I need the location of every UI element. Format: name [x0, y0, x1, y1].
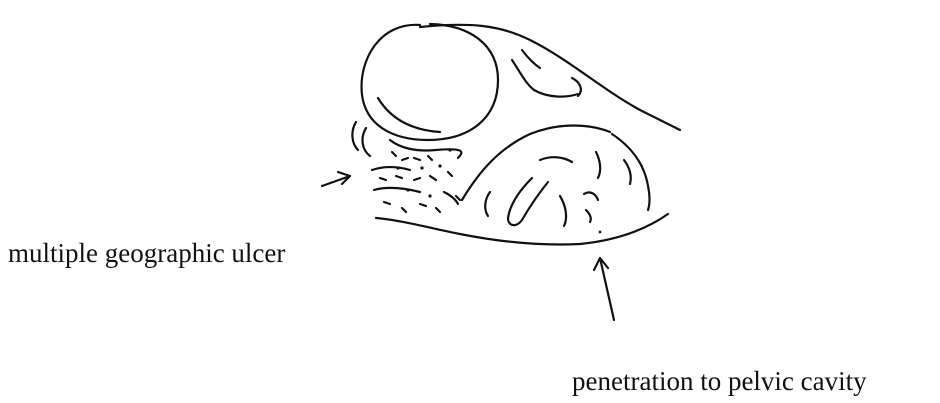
ulcer-dash	[402, 158, 408, 160]
inner-fold-hook	[572, 78, 581, 96]
ulcer-dash	[448, 172, 452, 176]
ulcer-dot	[438, 164, 441, 167]
ulcer-stroke-3	[372, 167, 410, 170]
ulcer-stroke-1	[352, 122, 358, 150]
ulcer-dash	[456, 196, 460, 200]
ulcer-dash	[414, 158, 420, 160]
penetration-label: penetration to pelvic cavity	[572, 368, 867, 395]
outer-wall-upper	[420, 25, 680, 130]
ulcer-dash	[428, 156, 432, 160]
inner-fold-small	[522, 50, 540, 68]
ulcer-dash	[402, 208, 406, 212]
inner-wall-curve	[462, 126, 610, 201]
ulcer-dot	[396, 166, 399, 169]
ulcer-dot	[420, 166, 423, 169]
lump-center	[560, 196, 566, 226]
ulcer-stroke-2	[363, 128, 370, 156]
inner-fold	[512, 60, 578, 97]
ulcer-stroke-4	[374, 188, 420, 192]
lump-far-right	[624, 160, 631, 184]
ulcer-dash	[414, 178, 420, 180]
ulcer-dot	[428, 194, 431, 197]
ulcer-dash	[392, 152, 396, 156]
lump-small-arc	[584, 192, 598, 200]
lump-right	[596, 152, 600, 178]
lump-left	[508, 178, 548, 225]
lump-upper	[540, 157, 572, 162]
ulcer-dash	[396, 176, 402, 178]
ulcer-dash	[436, 208, 440, 212]
ulcer-dash	[420, 204, 426, 206]
lump-paren	[485, 192, 490, 216]
ulcer-label: multiple geographic ulcer	[8, 240, 285, 267]
ulcer-dash	[384, 202, 390, 204]
round-structure-outline	[362, 24, 498, 140]
round-structure-inner-arc	[378, 98, 440, 132]
ulcer-dot	[448, 148, 451, 151]
ulcer-dash	[380, 178, 386, 180]
ulcer-stroke-5	[444, 192, 458, 204]
ulcer-dash	[430, 176, 436, 180]
ulcer-dot	[599, 231, 602, 234]
lump-mid-arc	[586, 210, 591, 222]
ulcer-dot	[406, 188, 409, 191]
